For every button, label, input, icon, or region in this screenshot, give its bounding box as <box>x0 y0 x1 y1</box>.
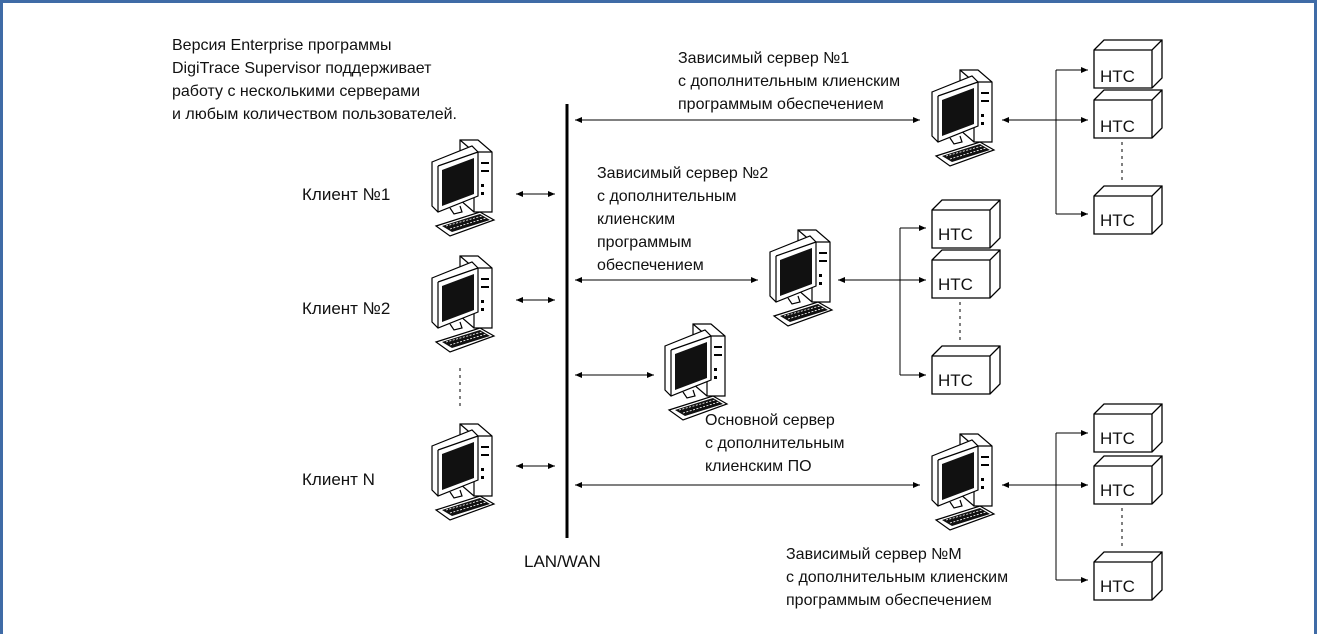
dep2-line-2: с дополнительным <box>597 188 737 205</box>
dep1-line-2: с дополнительным клиенским <box>678 73 900 90</box>
depm-line-2: с дополнительным клиенским <box>786 569 1008 586</box>
intro-line-3: работу с несколькими серверами <box>172 83 420 100</box>
hts-box: НТС <box>931 249 1001 299</box>
hts-box: НТС <box>1093 185 1163 235</box>
svg-text:НТС: НТС <box>938 371 973 390</box>
dep2-line-4: программым <box>597 234 692 251</box>
dep2-line-3: клиенским <box>597 211 675 228</box>
computer-icon <box>931 69 995 167</box>
svg-text:НТС: НТС <box>938 275 973 294</box>
svg-text:НТС: НТС <box>1100 211 1135 230</box>
computer-icon <box>431 423 495 521</box>
depm-line-3: программым обеспечением <box>786 592 992 609</box>
hts-box: НТС <box>1093 455 1163 505</box>
depm-line-1: Зависимый сервер №M <box>786 546 962 563</box>
client-n-label: Клиент N <box>302 470 375 489</box>
intro-line-2: DigiTrace Supervisor поддерживает <box>172 60 432 77</box>
main-line-3: клиенским ПО <box>705 458 812 475</box>
client-2: Клиент №2 <box>302 255 555 353</box>
main-line-2: с дополнительным <box>705 435 845 452</box>
svg-text:НТС: НТС <box>1100 117 1135 136</box>
main-line-1: Основной сервер <box>705 412 835 429</box>
dep1-line-3: программым обеспечением <box>678 96 884 113</box>
intro-line-4: и любым количеством пользователей. <box>172 106 457 123</box>
svg-text:НТС: НТС <box>1100 67 1135 86</box>
hts-box: НТС <box>931 345 1001 395</box>
dependent-server-m: НТС НТС НТС Зависимый сервер №M с дополн… <box>575 403 1163 609</box>
svg-text:НТС: НТС <box>1100 577 1135 596</box>
hts-box: НТС <box>1093 89 1163 139</box>
intro-text: Версия Enterprise программы DigiTrace Su… <box>172 37 457 123</box>
main-server: Основной сервер с дополнительным клиенск… <box>575 323 845 475</box>
client-1-label: Клиент №1 <box>302 185 390 204</box>
hts-box: НТС <box>1093 403 1163 453</box>
svg-text:НТС: НТС <box>938 225 973 244</box>
hts-box: НТС <box>1093 39 1163 89</box>
dep2-line-1: Зависимый сервер №2 <box>597 165 768 182</box>
computer-icon <box>664 323 728 421</box>
computer-icon <box>931 433 995 531</box>
dependent-server-1: Зависимый сервер №1 с дополнительным кли… <box>575 39 1163 235</box>
hts-box: НТС <box>1093 551 1163 601</box>
svg-text:НТС: НТС <box>1100 481 1135 500</box>
dependent-server-2: Зависимый сервер №2 с дополнительным кли… <box>575 165 1001 395</box>
intro-line-1: Версия Enterprise программы <box>172 37 391 54</box>
client-1: Клиент №1 <box>302 139 555 237</box>
computer-icon <box>769 229 833 327</box>
client-2-label: Клиент №2 <box>302 299 390 318</box>
svg-text:НТС: НТС <box>1100 429 1135 448</box>
dep1-line-1: Зависимый сервер №1 <box>678 50 849 67</box>
dep2-line-5: обеспечением <box>597 257 704 274</box>
network-label: LAN/WAN <box>524 552 601 571</box>
computer-icon <box>431 255 495 353</box>
hts-box: НТС <box>931 199 1001 249</box>
computer-icon <box>431 139 495 237</box>
client-n: Клиент N <box>302 423 555 521</box>
